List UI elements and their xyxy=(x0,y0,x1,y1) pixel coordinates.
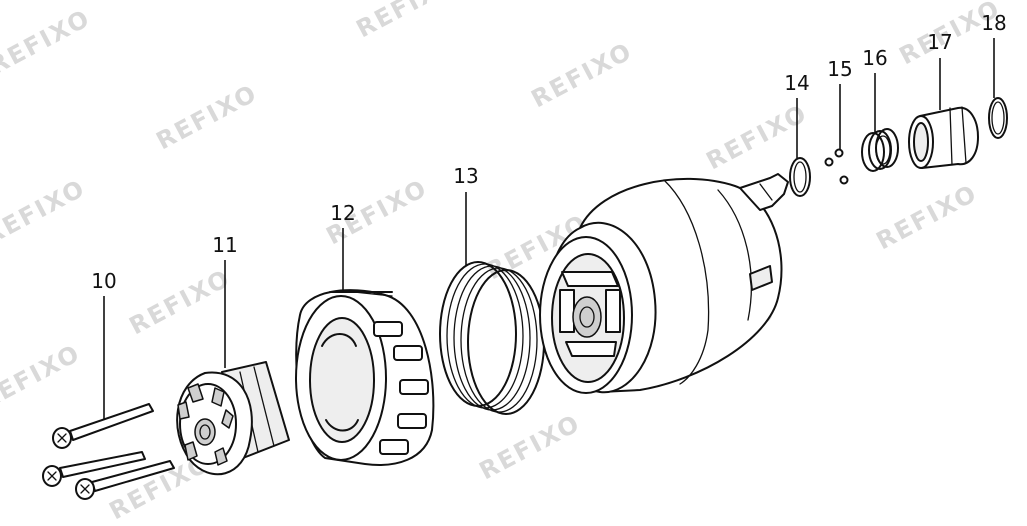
part-15-balls xyxy=(824,148,849,185)
watermark: REFIXO xyxy=(0,339,85,415)
watermark: REFIXO xyxy=(527,37,637,113)
part-16-spring xyxy=(861,128,899,172)
screw xyxy=(52,403,154,449)
part-12-ring-gear xyxy=(295,289,435,466)
part-label-11: 11 xyxy=(212,233,237,257)
screw xyxy=(42,451,146,487)
part-label-16: 16 xyxy=(862,46,887,70)
watermark: REFIXO xyxy=(152,79,262,155)
part-10-screws xyxy=(42,403,175,500)
part-label-14: 14 xyxy=(784,71,809,95)
part-13-spring-ring xyxy=(439,261,545,415)
part-label-15: 15 xyxy=(827,57,852,81)
part-17-sleeve xyxy=(908,106,979,169)
part-18-circlip xyxy=(988,97,1008,139)
watermark-layer: REFIXO REFIXO REFIXO REFIXO REFIXO REFIX… xyxy=(0,0,1005,525)
part-11-planet-carrier xyxy=(176,361,290,476)
screw xyxy=(75,460,175,500)
watermark: REFIXO xyxy=(475,409,585,485)
part-label-18: 18 xyxy=(981,11,1006,35)
main-housing xyxy=(539,173,789,394)
part-label-12: 12 xyxy=(330,201,355,225)
watermark: REFIXO xyxy=(125,264,235,340)
part-14-retaining-ring xyxy=(789,157,811,197)
part-label-13: 13 xyxy=(453,164,478,188)
watermark: REFIXO xyxy=(872,179,982,255)
part-number-labels: 10 11 12 13 14 15 16 17 18 xyxy=(91,11,1006,293)
watermark: REFIXO xyxy=(352,0,462,43)
part-label-17: 17 xyxy=(927,30,952,54)
part-label-10: 10 xyxy=(91,269,116,293)
watermark: REFIXO xyxy=(0,174,90,250)
watermark: REFIXO xyxy=(702,99,812,175)
leader-lines xyxy=(103,38,995,420)
watermark: REFIXO xyxy=(0,4,95,80)
